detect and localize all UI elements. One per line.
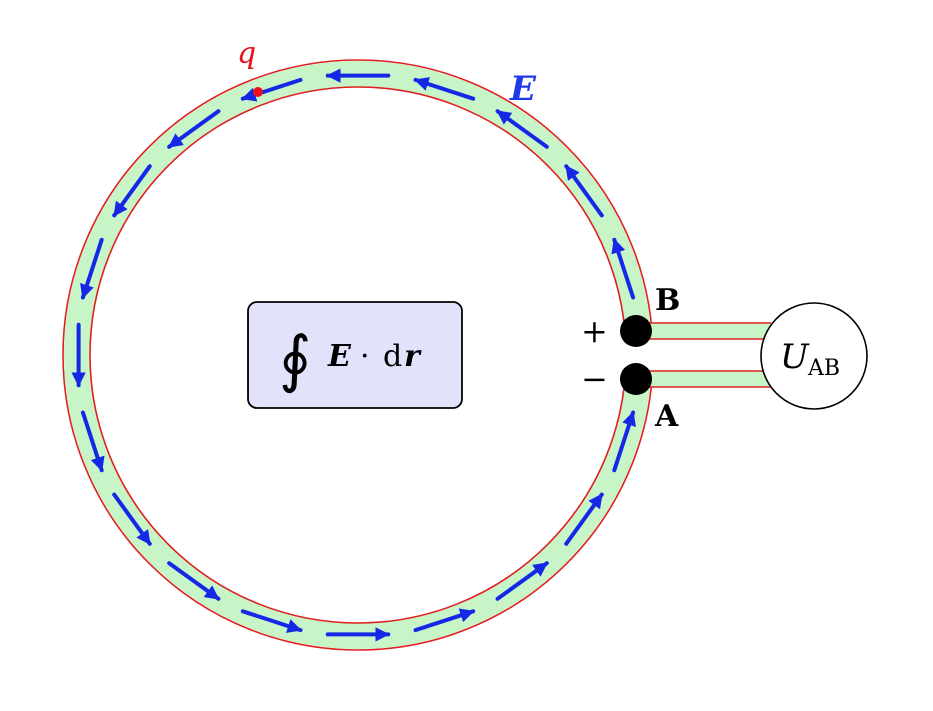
field-arrow-icon — [413, 608, 476, 633]
field-arrow-icon — [167, 109, 221, 149]
meter-subscript: AB — [807, 356, 840, 381]
field-arrow-icon — [80, 410, 105, 473]
field-arrow-icon — [240, 77, 303, 102]
field-arrow-icon — [611, 237, 636, 300]
terminal-a-label: A — [654, 399, 679, 434]
charge-dot — [253, 87, 263, 97]
terminal-a-dot — [620, 363, 652, 395]
formula-box-frame — [247, 301, 463, 409]
lead-a — [636, 371, 771, 387]
meter-leads — [636, 322, 771, 388]
field-arrows — [71, 68, 636, 642]
field-arrow-icon — [240, 609, 303, 633]
integral-field-symbol: E — [327, 339, 352, 374]
field-arrow-icon — [495, 109, 549, 149]
field-arrow-icon — [413, 77, 476, 101]
terminal-b-label: B — [655, 283, 680, 318]
integral-position-vector: r — [404, 339, 422, 374]
field-arrow-icon — [612, 410, 636, 473]
formula-box: ∮ E · d r — [247, 301, 463, 409]
field-arrow-icon — [167, 561, 221, 601]
field-label: E — [509, 69, 537, 109]
field-arrow-icon — [112, 164, 152, 218]
minus-sign: − — [581, 360, 608, 398]
lead-b — [636, 323, 771, 339]
meter-symbol: U — [780, 337, 810, 377]
field-arrow-icon — [112, 492, 152, 546]
field-arrow-icon — [564, 492, 604, 546]
integral-differential: d — [383, 339, 402, 374]
field-arrow-icon — [80, 237, 104, 300]
meter-circle-icon — [760, 302, 868, 410]
charge-label: q — [237, 36, 256, 71]
field-arrow-icon — [495, 561, 549, 601]
plus-sign: + — [581, 312, 608, 350]
terminal-b-dot — [620, 315, 652, 347]
integral-dot: · — [360, 339, 370, 374]
voltmeter: U AB — [760, 302, 868, 410]
field-arrow-icon — [564, 164, 604, 218]
contour-integral-sign: ∮ — [279, 322, 311, 395]
